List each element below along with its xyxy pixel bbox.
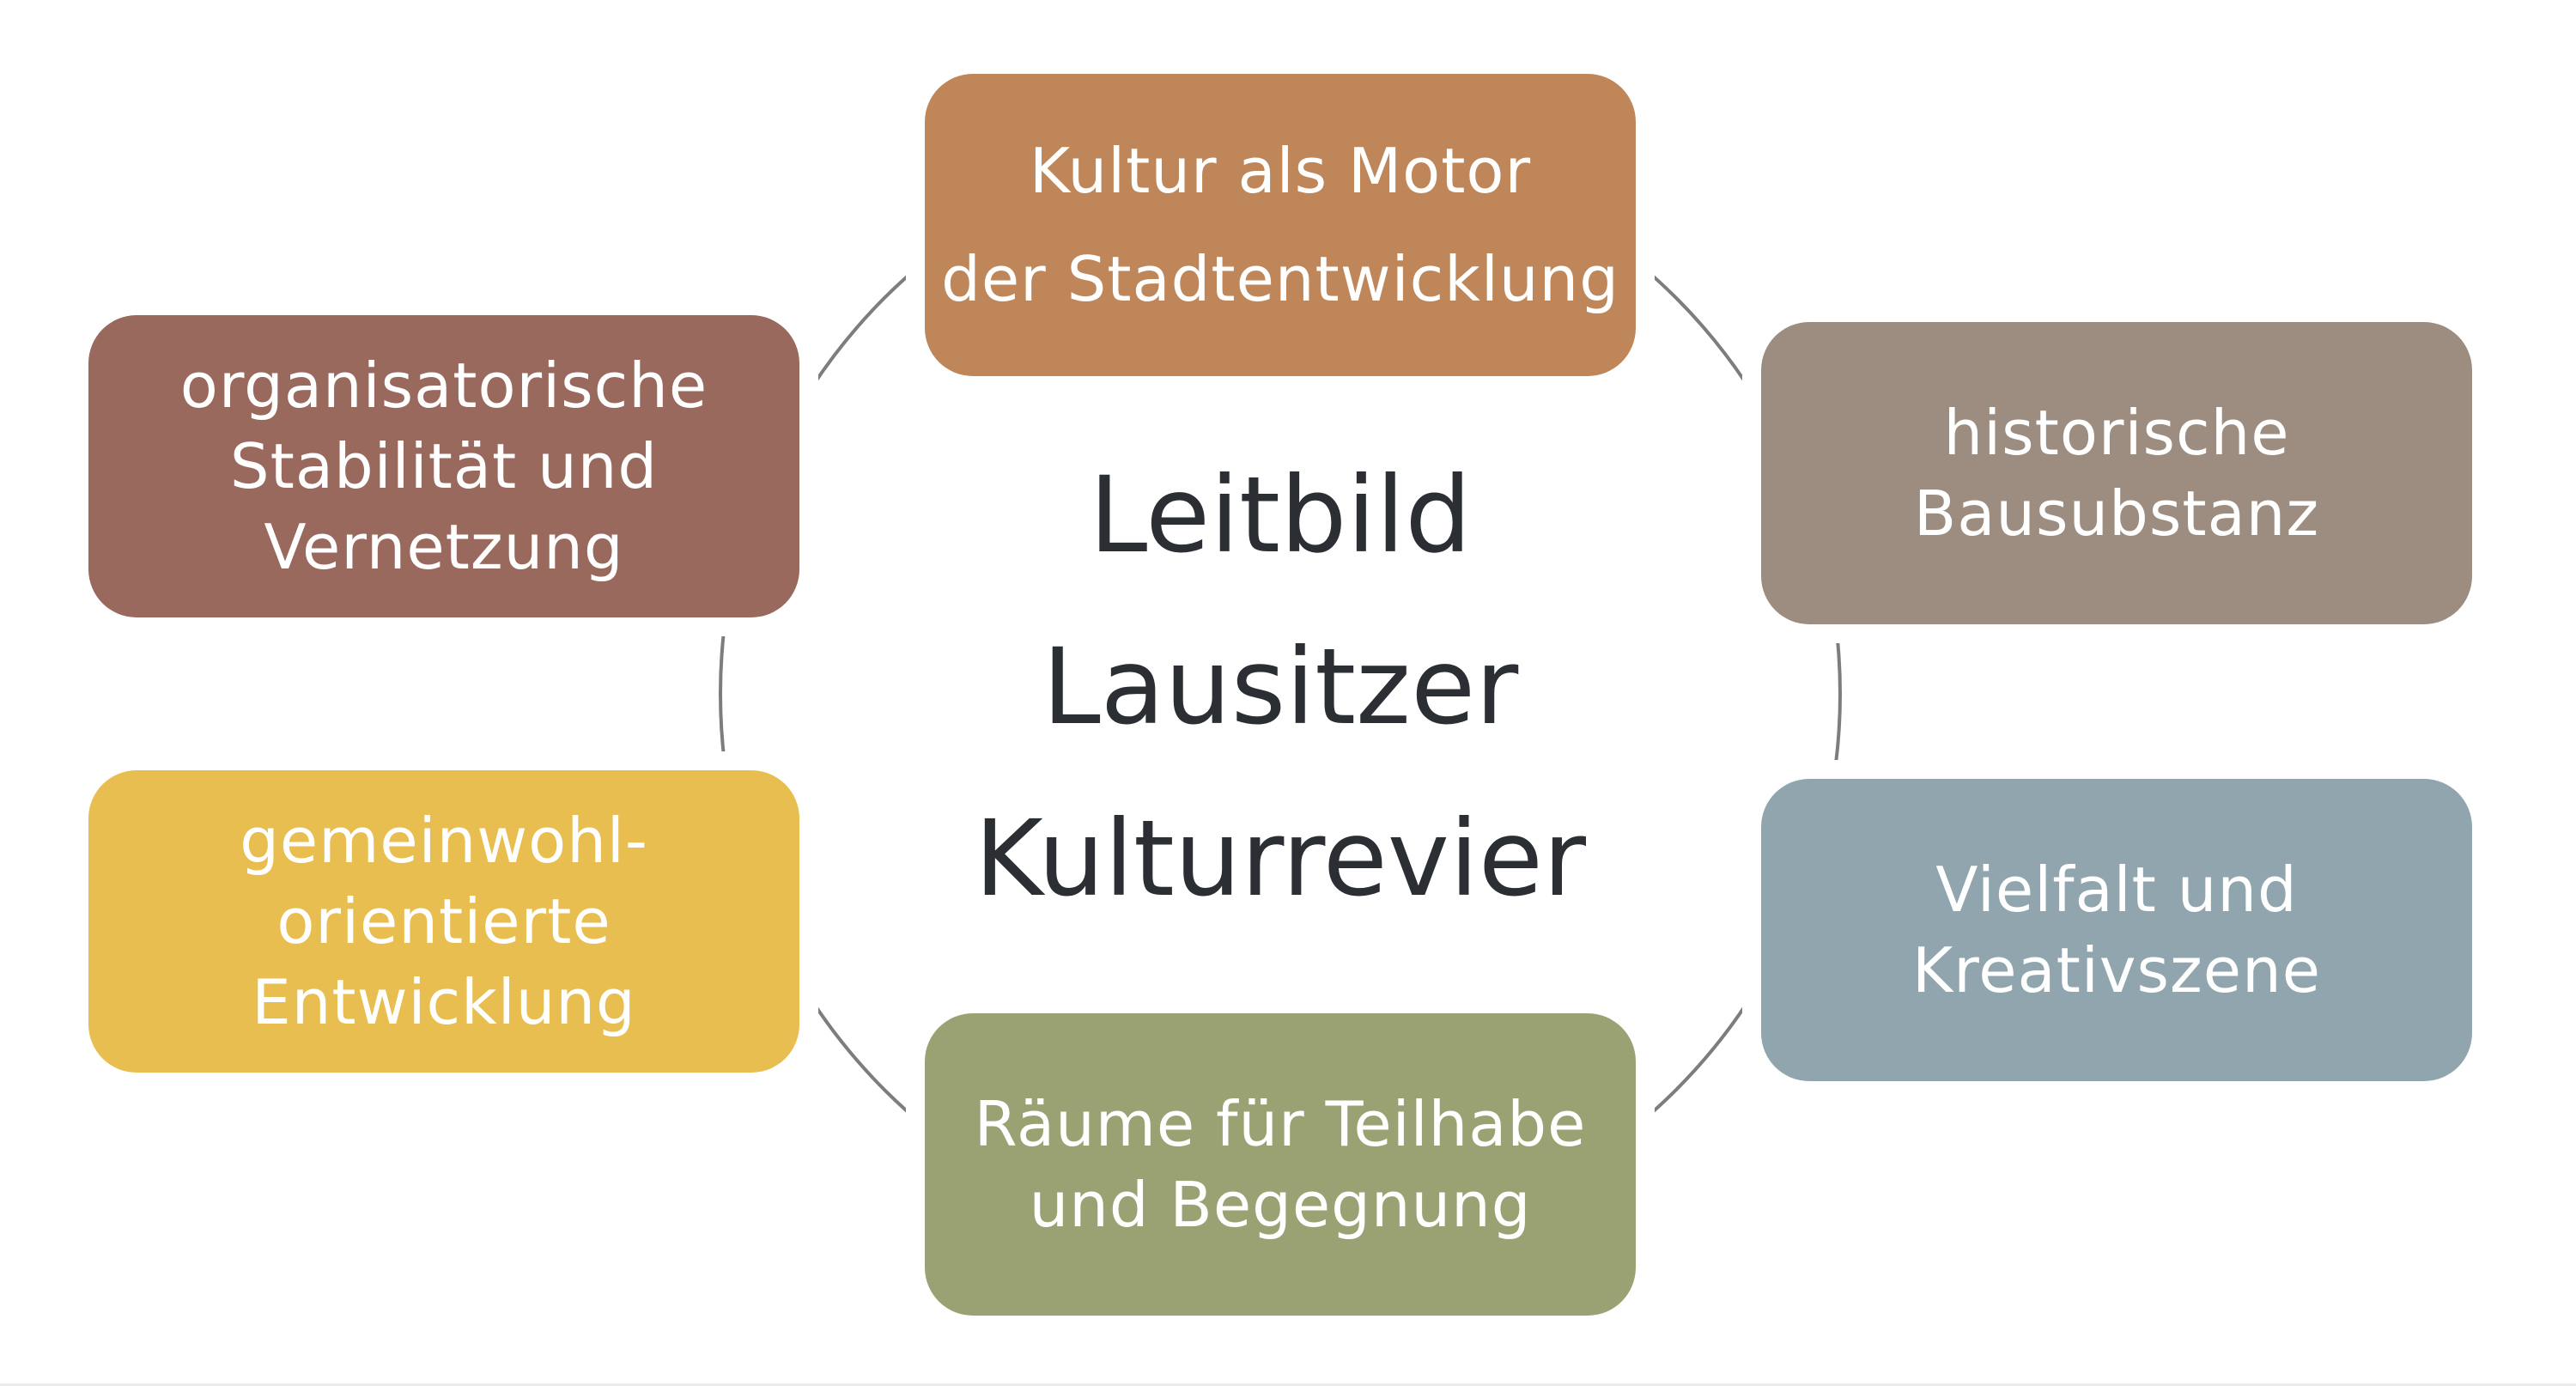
node-line: orientierte [276,885,611,957]
node-line: und Begegnung [1029,1169,1532,1241]
node-line: Stabilität und [229,430,659,502]
node-line: gemeinwohl- [240,805,648,877]
node-line: organisatorische [179,350,708,422]
node-vielfalt-kreativszene: Vielfalt und Kreativszene [1761,779,2472,1081]
bottom-divider [0,1383,2576,1386]
node-line: Kreativszene [1911,934,2322,1006]
node-line: Entwicklung [252,966,636,1038]
node-organisatorische-stabilitaet: organisatorische Stabilität und Vernetzu… [88,315,799,617]
node-line: Vernetzung [264,511,624,583]
node-line: Vielfalt und [1935,854,2298,926]
node-historische-bausubstanz: historische Bausubstanz [1761,322,2472,624]
center-title-line: Leitbild [1089,454,1472,576]
node-kultur-als-motor: Kultur als Motor der Stadtentwicklung [925,74,1636,376]
center-title-line: Lausitzer [1042,626,1519,748]
node-line: Räume für Teilhabe [974,1088,1587,1160]
node-line: historische [1943,397,2290,469]
node-gemeinwohlorientierte-entwicklung: gemeinwohl- orientierte Entwicklung [88,770,799,1073]
node-line: Bausubstanz [1913,477,2320,550]
center-title: Leitbild Lausitzer Kulturrevier [937,429,1624,945]
center-title-line: Kulturrevier [974,798,1587,920]
node-line: der Stadtentwicklung [941,243,1619,315]
node-line: Kultur als Motor [1029,135,1532,207]
node-raeume-fuer-teilhabe: Räume für Teilhabe und Begegnung [925,1013,1636,1316]
